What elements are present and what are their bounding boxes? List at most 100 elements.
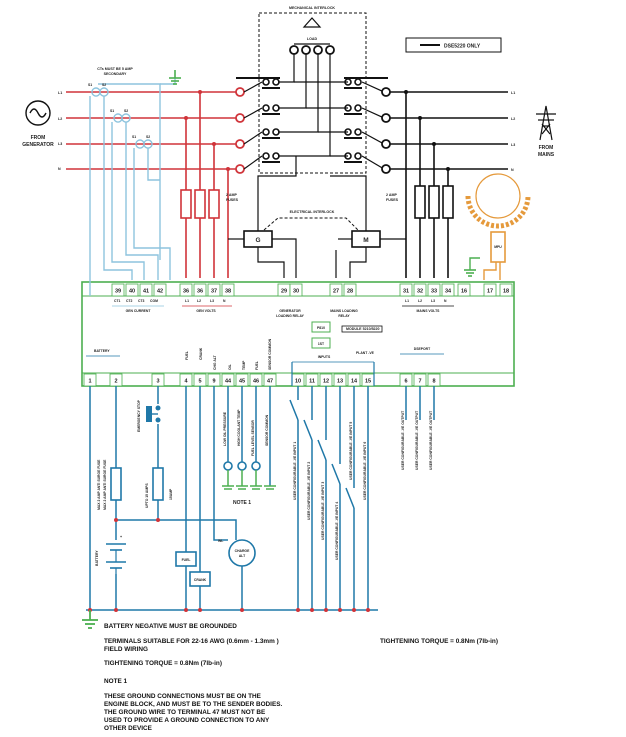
note-battery-ground: BATTERY NEGATIVE MUST BE GROUNDED — [104, 623, 237, 630]
mains-contactor-contacts — [344, 77, 388, 170]
note1-line4: USED TO PROVIDE A GROUND CONNECTION TO A… — [104, 717, 270, 724]
gen-relay-line1: GENERATOR — [279, 309, 301, 313]
dc-fuse-label: MAX 2 AMP ANTI SURGE FUSE — [97, 459, 101, 510]
crank-term-label: CRANK — [199, 347, 203, 360]
mains-pylon-icon — [536, 105, 556, 141]
mpu-sensor — [490, 231, 506, 263]
output-labels: USER CONFIGURABLE -VE OUTPUT USER CONFIG… — [401, 410, 433, 470]
mains-l2-label: L2 — [511, 117, 515, 121]
bottom-terminal-15: 15 — [365, 379, 371, 385]
generator-source: FROM GENERATOR L1 L2 L3 N — [22, 91, 62, 171]
output2-label: USER CONFIGURABLE -VE OUTPUT — [415, 410, 419, 470]
mains-fuse-label2: FUSES — [386, 198, 399, 202]
gen-l2-label: L2 — [58, 117, 62, 121]
note-field-wiring: FIELD WIRING — [104, 646, 148, 653]
ct2-s2: S2 — [124, 109, 128, 113]
gen-contactor-contacts — [236, 77, 280, 170]
gen-relay-line2: LOADING RELAY — [276, 314, 304, 318]
ct3-term-label: CT3 — [138, 299, 145, 303]
top-terminal-30: 30 — [293, 289, 299, 295]
bottom-vertical-labels: FUEL CRANK CHG ALT OIL TEMP FUEL SENSOR … — [185, 338, 272, 370]
output3-label: USER CONFIGURABLE -VE OUTPUT — [429, 410, 433, 470]
dc-wiring — [86, 386, 435, 611]
bottom-terminal-2: 2 — [114, 379, 117, 385]
note1-line1: THESE GROUND CONNECTIONS MUST BE ON THE — [104, 693, 262, 700]
mpu-ground-icon — [464, 269, 476, 277]
module-label: MODULE 5210/5220 — [346, 327, 380, 331]
gen-fuses: 2 AMP FUSES — [180, 189, 239, 219]
note1-line3: THE GROUND WIRE TO TERMINAL 47 MUST NOT … — [104, 709, 266, 716]
sensor-note1-label: NOTE 1 — [233, 500, 251, 506]
bottom-terminal-3: 3 — [156, 379, 159, 385]
svg-text:+: + — [120, 535, 122, 539]
top-terminal-box — [427, 283, 441, 297]
temp-term-label: TEMP — [242, 360, 246, 370]
electrical-interlock-label: ELECTRICAL INTERLOCK — [290, 210, 335, 214]
crank-relay-label: CRANK — [194, 578, 207, 582]
top-terminal-32: 32 — [417, 289, 423, 295]
from-mains-line2: MAINS — [538, 152, 555, 158]
ct3-s1: S1 — [132, 135, 136, 139]
battery-icon: + BATTERY — [95, 535, 126, 574]
bottom-terminal-5: 5 — [198, 379, 201, 385]
input2-label: USER CONFIGURABLE -VE INPUT 2 — [307, 462, 311, 520]
top-terminal-box — [125, 283, 139, 297]
note-torque-right: TIGHTENING TORQUE = 0.8Nm (7lb-in) — [380, 638, 498, 645]
p810-label: P810 — [317, 326, 325, 330]
input3-label: USER CONFIGURABLE -VE INPUT 3 — [321, 482, 325, 540]
com-term-label: COM — [150, 299, 158, 303]
top-terminal-41: 41 — [143, 289, 149, 295]
dc-fuses: MAX 2 AMP ANTI SURGE FUSE MAX 2 AMP ANTI… — [97, 459, 173, 510]
emergency-stop-icon: EMERGENCY STOP — [137, 399, 161, 432]
input5-label: USER CONFIGURABLE -VE INPUT 5 — [349, 422, 353, 480]
sensor-fuel-level-label: FUEL LEVEL SENSOR — [251, 420, 255, 456]
input1-label: USER CONFIGURABLE -VE INPUT 1 — [293, 442, 297, 500]
chgalt-term-label: CHG ALT — [213, 354, 217, 370]
gen-volts-l3: L3 — [210, 299, 214, 303]
top-terminal-42: 42 — [157, 289, 163, 295]
note1-title: NOTE 1 — [104, 678, 128, 685]
output1-label: USER CONFIGURABLE -VE OUTPUT — [401, 410, 405, 470]
bottom-terminal-13: 13 — [337, 379, 343, 385]
mains-l3-label: L3 — [511, 143, 515, 147]
input6-label: USER CONFIGURABLE -VE INPUT 6 — [363, 442, 367, 500]
ac-source-icon — [25, 100, 51, 126]
p1st-label: 1ST — [318, 342, 325, 346]
mains-volts-label: MAINS VOLTS — [417, 309, 441, 313]
load-terminals — [289, 45, 335, 55]
top-terminal-38: 38 — [225, 289, 231, 295]
bottom-terminal-12: 12 — [323, 379, 329, 385]
ct3-s2: S2 — [146, 135, 150, 139]
from-generator-line2: GENERATOR — [22, 142, 54, 148]
crank-relay: CRANK — [189, 571, 211, 587]
bottom-terminal-9: 9 — [212, 379, 215, 385]
ct-ground-icon — [169, 70, 181, 85]
oil-term-label: OIL — [228, 364, 232, 370]
fuel-relay: FUEL — [175, 551, 197, 567]
mains-volts-l1: L1 — [405, 299, 409, 303]
gen-n-label: N — [58, 167, 61, 171]
top-terminal-box — [343, 283, 357, 297]
gen-l3-label: L3 — [58, 142, 62, 146]
top-terminal-box — [153, 283, 167, 297]
top-terminal-box — [483, 283, 497, 297]
gen-volts-n: N — [223, 299, 226, 303]
note1-line5: OTHER DEVICE — [104, 725, 153, 732]
bottom-terminal-45: 45 — [239, 379, 245, 385]
mechanical-interlock-label: MECHANICAL INTERLOCK — [289, 6, 335, 10]
plant-ve-label: PLANT -VE — [356, 351, 375, 355]
ct1-s1: S1 — [88, 83, 92, 87]
mpu: MPU — [464, 173, 531, 280]
fuel-term-label: FUEL — [185, 351, 189, 360]
top-terminal-box — [413, 283, 427, 297]
mechanical-interlock: MECHANICAL INTERLOCK LOAD — [258, 6, 367, 174]
control-module: MODULE 5210/5220 P810 1ST — [81, 281, 515, 387]
fuellvl-term-label: FUEL — [255, 361, 259, 370]
battery-ground-icon — [82, 610, 98, 629]
load-label: LOAD — [307, 37, 318, 41]
top-terminal-36: 36 — [197, 289, 203, 295]
bottom-terminal-46: 46 — [253, 379, 259, 385]
gen-l1-label: L1 — [58, 91, 62, 95]
ct-note-line2: SECONDARY — [104, 72, 127, 76]
